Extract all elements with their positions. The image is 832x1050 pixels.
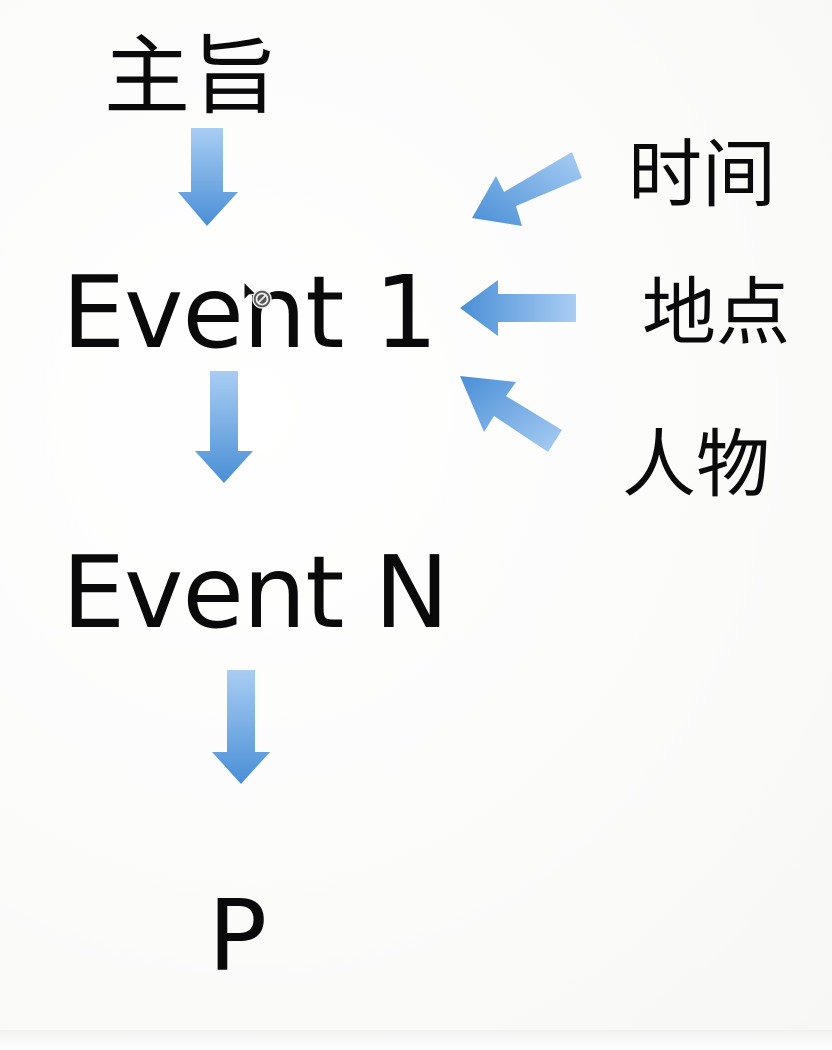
node-event-1: Event 1 — [62, 254, 438, 371]
node-event-n: Event N — [62, 534, 449, 651]
arrow-diagonal-up-left-icon — [460, 376, 562, 452]
arrow-down-icon — [178, 128, 238, 226]
side-label-place: 地点 — [642, 270, 790, 356]
arrow-left-icon — [460, 280, 576, 336]
side-label-people: 人物 — [622, 422, 770, 508]
node-p: P — [208, 880, 267, 994]
not-allowed-cursor-icon — [243, 280, 272, 309]
arrow-down-icon — [212, 670, 270, 784]
arrow-diagonal-down-left-icon — [472, 152, 582, 226]
bottom-strip — [0, 1030, 832, 1050]
arrow-down-icon — [195, 371, 253, 483]
side-label-time: 时间 — [628, 132, 776, 218]
node-theme: 主旨 — [104, 27, 280, 127]
